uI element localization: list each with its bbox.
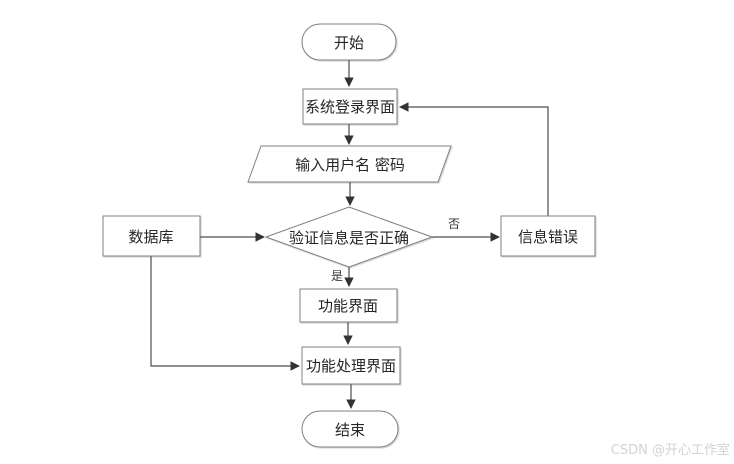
node-info-error: 信息错误 [500, 215, 596, 257]
start-terminator-shape [301, 23, 397, 61]
edge-error-loopback-to-login [399, 102, 549, 216]
node-login: 系统登录界面 [302, 88, 398, 125]
input-credentials-label: 输入用户名 密码 [295, 156, 405, 174]
function-process-ui-label: 功能处理界面 [306, 357, 396, 375]
function-process-ui-shape [301, 346, 401, 385]
node-database: 数据库 [102, 215, 201, 257]
edge-database-to-process [150, 256, 300, 371]
node-function-ui: 功能界面 [299, 288, 398, 323]
end-label: 结束 [335, 421, 365, 439]
function-ui-process-shape [299, 288, 398, 323]
function-ui-label: 功能界面 [318, 297, 378, 315]
end-terminator-shape [301, 410, 399, 448]
edge-label-no: 否 [448, 217, 460, 231]
node-input-credentials: 输入用户名 密码 [247, 145, 452, 183]
database-process-shape [102, 215, 201, 257]
verify-label: 验证信息是否正确 [289, 229, 409, 247]
start-label: 开始 [334, 34, 364, 52]
info-error-label: 信息错误 [518, 228, 578, 246]
node-start: 开始 [301, 23, 397, 61]
verify-diamond-shape [264, 206, 434, 268]
node-verify: 验证信息是否正确 [264, 206, 434, 268]
login-label: 系统登录界面 [305, 98, 395, 116]
edge-label-yes: 是 [331, 269, 343, 283]
input-parallelogram-shape [247, 145, 452, 183]
database-label: 数据库 [128, 228, 173, 246]
csdn-watermark: CSDN @开心工作室 [611, 442, 730, 458]
info-error-process-shape [500, 215, 596, 257]
node-function-process-ui: 功能处理界面 [301, 346, 401, 385]
login-process-shape [302, 88, 398, 125]
node-end: 结束 [301, 410, 399, 448]
